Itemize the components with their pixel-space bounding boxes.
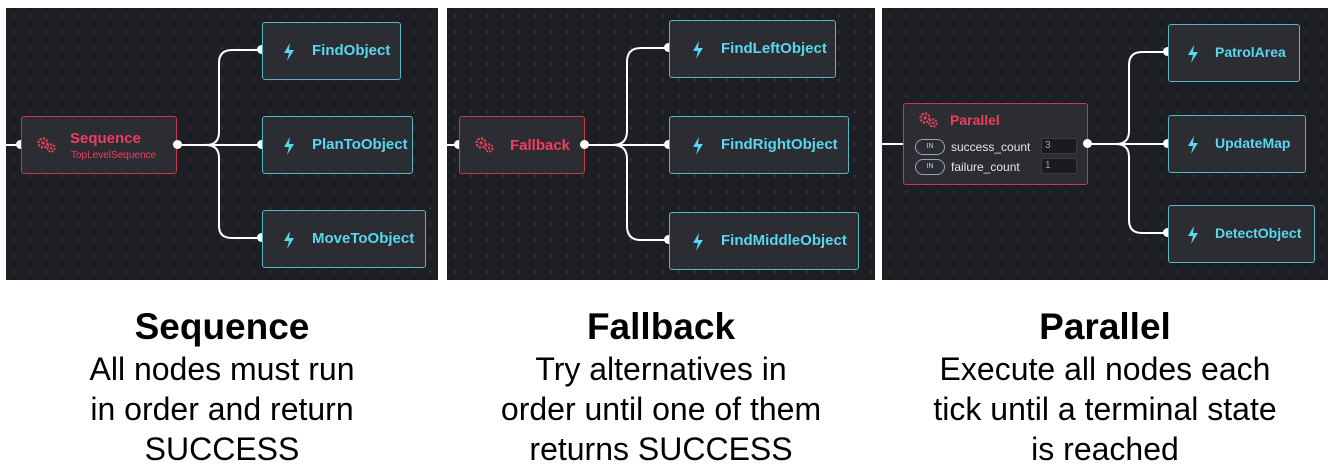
- node-label: FindObject: [312, 42, 391, 59]
- output-port[interactable]: [1083, 139, 1092, 148]
- caption-title: Fallback: [586, 306, 736, 347]
- node-title: Fallback: [510, 137, 571, 154]
- caption-title: Parallel: [1039, 306, 1171, 347]
- node-label: MoveToObject: [312, 230, 415, 247]
- port-direction-badge: IN: [915, 139, 945, 155]
- output-port[interactable]: [173, 140, 182, 149]
- caption-line: returns SUCCESS: [529, 431, 793, 467]
- caption-line: SUCCESS: [144, 431, 300, 467]
- caption-line: in order and return: [90, 391, 354, 427]
- lightning-icon: [693, 137, 703, 155]
- port-value-field[interactable]: 1: [1041, 158, 1077, 174]
- gears-icon: [919, 112, 938, 128]
- child-input-port[interactable]: [664, 140, 673, 149]
- node-subtitle: TopLevelSequence: [71, 150, 157, 161]
- node-label: FindLeftObject: [721, 40, 827, 57]
- child-input-port[interactable]: [1163, 139, 1172, 148]
- lightning-icon: [1188, 226, 1198, 244]
- parallel-node[interactable]: Parallel IN success_count 3 IN failure_c…: [903, 103, 1088, 185]
- caption-line: All nodes must run: [89, 351, 355, 387]
- node-title: Sequence: [70, 130, 141, 147]
- caption-title: Sequence: [134, 306, 310, 347]
- input-port[interactable]: [16, 140, 25, 149]
- action-node-detectobject[interactable]: DetectObject: [1168, 205, 1315, 263]
- action-node-findmiddleobject[interactable]: FindMiddleObject: [669, 212, 859, 270]
- caption-parallel: Parallel Execute all nodes each tick unt…: [882, 305, 1328, 469]
- lightning-icon: [284, 231, 294, 249]
- lightning-icon: [284, 43, 294, 61]
- lightning-icon: [1188, 136, 1198, 154]
- node-label: FindRightObject: [721, 136, 838, 153]
- node-label: FindMiddleObject: [721, 232, 847, 249]
- parallel-canvas: Parallel IN success_count 3 IN failure_c…: [882, 8, 1328, 280]
- child-input-port[interactable]: [257, 233, 266, 242]
- port-success-count: IN success_count 3: [915, 138, 1085, 155]
- caption-sequence: Sequence All nodes must run in order and…: [6, 305, 438, 469]
- caption-fallback: Fallback Try alternatives in order until…: [447, 305, 875, 469]
- action-node-findobject[interactable]: FindObject: [262, 22, 401, 80]
- port-direction-badge: IN: [915, 159, 945, 175]
- lightning-icon: [693, 41, 703, 59]
- action-node-updatemap[interactable]: UpdateMap: [1168, 115, 1306, 173]
- child-input-port[interactable]: [1163, 228, 1172, 237]
- action-node-plantoobject[interactable]: PlanToObject: [262, 116, 413, 174]
- child-input-port[interactable]: [1163, 47, 1172, 56]
- fallback-canvas: Fallback FindLeftObject FindRightObject …: [447, 8, 875, 280]
- child-input-port[interactable]: [257, 45, 266, 54]
- action-node-findrightobject[interactable]: FindRightObject: [669, 116, 849, 174]
- node-label: UpdateMap: [1215, 135, 1291, 151]
- port-name: failure_count: [951, 160, 1020, 174]
- sequence-node[interactable]: Sequence TopLevelSequence: [21, 116, 177, 174]
- action-node-patrolarea[interactable]: PatrolArea: [1168, 24, 1300, 82]
- node-label: PlanToObject: [312, 136, 408, 153]
- caption-line: order until one of them: [500, 391, 822, 427]
- lightning-icon: [693, 233, 703, 251]
- child-input-port[interactable]: [664, 235, 673, 244]
- lightning-icon: [284, 137, 294, 155]
- gears-icon: [37, 137, 56, 153]
- port-name: success_count: [951, 140, 1031, 154]
- caption-line: is reached: [1031, 431, 1179, 467]
- node-label: PatrolArea: [1215, 44, 1286, 60]
- lightning-icon: [1188, 45, 1198, 63]
- caption-line: tick until a terminal state: [933, 391, 1277, 427]
- port-value-field[interactable]: 3: [1041, 138, 1077, 154]
- child-input-port[interactable]: [257, 140, 266, 149]
- port-failure-count: IN failure_count 1: [915, 158, 1085, 175]
- action-node-movetoobject[interactable]: MoveToObject: [262, 210, 426, 268]
- child-input-port[interactable]: [664, 43, 673, 52]
- gears-icon: [475, 137, 494, 153]
- fallback-node[interactable]: Fallback: [459, 116, 585, 174]
- node-label: DetectObject: [1215, 225, 1302, 241]
- output-port[interactable]: [580, 140, 589, 149]
- caption-line: Execute all nodes each: [939, 351, 1271, 387]
- sequence-canvas: Sequence TopLevelSequence FindObject Pla…: [6, 8, 438, 280]
- caption-line: Try alternatives in: [535, 351, 787, 387]
- node-title: Parallel: [950, 112, 1000, 128]
- action-node-findleftobject[interactable]: FindLeftObject: [669, 20, 836, 78]
- input-port[interactable]: [454, 140, 463, 149]
